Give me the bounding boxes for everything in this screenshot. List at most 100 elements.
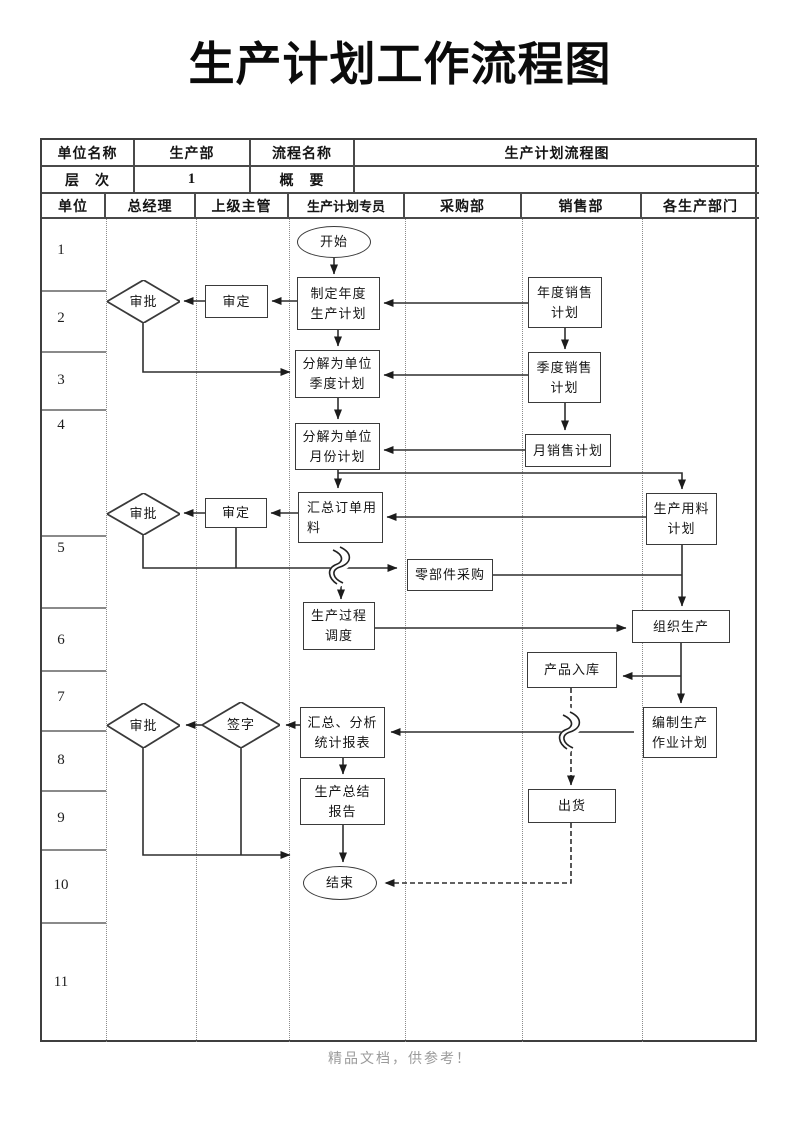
flowchart-table: 单位名称 生产部 流程名称 生产计划流程图 层 次 1 概 要 单位 总经理 上… bbox=[40, 138, 759, 1042]
node-label: 月销售计划 bbox=[532, 442, 603, 458]
flow-node-approve-3: 审批 bbox=[107, 703, 180, 748]
diamond-shape bbox=[107, 493, 180, 535]
node-label: 签字 bbox=[226, 717, 255, 732]
diamond-shape bbox=[107, 280, 180, 323]
node-label: 开始 bbox=[319, 234, 348, 249]
flow-node-product-storage: 产品入库 bbox=[527, 652, 617, 688]
flow-node-start: 开始 bbox=[297, 226, 371, 258]
node-label: 统计报表 bbox=[314, 734, 371, 750]
flow-node-review-2: 审定 bbox=[205, 498, 267, 528]
lane-header-supervisor: 上级主管 bbox=[196, 194, 289, 219]
node-label: 计划 bbox=[667, 521, 696, 536]
row-number: 3 bbox=[57, 372, 65, 388]
lane-header-unit: 单位 bbox=[42, 194, 106, 219]
node-label: 季度计划 bbox=[309, 376, 366, 391]
flow-node-sign: 签字 bbox=[202, 702, 280, 748]
flow-node-summary-report: 生产总结 报告 bbox=[300, 778, 385, 825]
flow-name-label: 流程名称 bbox=[251, 140, 355, 167]
lane-header-gm: 总经理 bbox=[106, 194, 196, 219]
node-label: 审批 bbox=[129, 506, 158, 521]
unit-name-label: 单位名称 bbox=[42, 140, 135, 167]
flow-node-split-quarter: 分解为单位 季度计划 bbox=[295, 350, 380, 398]
row-separator bbox=[42, 849, 106, 851]
lane-divider bbox=[289, 219, 290, 1042]
flow-node-plan-annual: 制定年度 生产计划 bbox=[297, 277, 380, 330]
flow-node-organize-production: 组织生产 bbox=[632, 610, 730, 643]
flow-node-month-sales: 月销售计划 bbox=[525, 434, 611, 467]
diamond-shape bbox=[107, 703, 180, 748]
node-label: 生产过程 bbox=[310, 608, 367, 623]
node-label: 结束 bbox=[325, 875, 354, 890]
lane-header-purchasing: 采购部 bbox=[405, 194, 522, 219]
lane-header-production-depts: 各生产部门 bbox=[642, 194, 759, 219]
node-label: 汇总、分析 bbox=[307, 714, 378, 730]
row-number: 2 bbox=[57, 310, 65, 326]
node-label: 汇总订单用 bbox=[307, 499, 378, 515]
node-label: 审定 bbox=[222, 293, 251, 309]
node-label: 料 bbox=[307, 519, 322, 535]
node-label: 生产总结 bbox=[314, 783, 371, 799]
node-label: 作业计划 bbox=[651, 734, 708, 750]
node-label: 报告 bbox=[328, 803, 357, 819]
row-separator bbox=[42, 409, 106, 411]
flow-node-review-1: 审定 bbox=[205, 285, 268, 318]
line-jump-symbol bbox=[558, 707, 584, 754]
flow-node-split-month: 分解为单位 月份计划 bbox=[295, 423, 380, 470]
row-number: 7 bbox=[57, 689, 65, 705]
row-separator bbox=[42, 290, 106, 292]
row-separator bbox=[42, 922, 106, 924]
lane-divider bbox=[522, 219, 523, 1042]
node-label: 计划 bbox=[550, 304, 579, 320]
flow-name-value: 生产计划流程图 bbox=[355, 140, 759, 167]
node-label: 月份计划 bbox=[309, 448, 366, 464]
flow-node-work-plan: 编制生产 作业计划 bbox=[643, 707, 717, 758]
diamond-shape bbox=[202, 702, 280, 748]
row-number: 10 bbox=[53, 877, 69, 893]
level-label: 层 次 bbox=[42, 167, 135, 194]
node-label: 产品入库 bbox=[543, 662, 600, 677]
node-label: 审定 bbox=[221, 505, 250, 520]
node-label: 分解为单位 bbox=[302, 428, 373, 444]
flow-node-end: 结束 bbox=[303, 866, 377, 900]
flow-node-material-plan: 生产用料 计划 bbox=[646, 493, 717, 545]
node-label: 编制生产 bbox=[651, 714, 708, 730]
flow-node-quarter-sales: 季度销售 计划 bbox=[528, 352, 601, 403]
row-number: 4 bbox=[57, 417, 65, 433]
lane-header-sales: 销售部 bbox=[522, 194, 642, 219]
lane-divider bbox=[106, 219, 107, 1042]
row-separator bbox=[42, 790, 106, 792]
node-label: 审批 bbox=[129, 293, 158, 309]
flow-node-process-dispatch: 生产过程 调度 bbox=[303, 602, 375, 650]
row-number: 5 bbox=[57, 540, 65, 556]
node-label: 审批 bbox=[129, 717, 158, 733]
lane-header-planner: 生产计划专员 bbox=[289, 194, 405, 219]
node-label: 季度销售 bbox=[536, 359, 593, 375]
page-title: 生产计划工作流程图 bbox=[188, 38, 612, 90]
node-label: 生产用料 bbox=[653, 501, 710, 516]
footer-note: 精品文档，供参考！ bbox=[328, 1050, 472, 1066]
row-separator bbox=[42, 535, 106, 537]
row-separator bbox=[42, 607, 106, 609]
row-number: 6 bbox=[57, 632, 65, 648]
lane-divider bbox=[405, 219, 406, 1042]
node-label: 组织生产 bbox=[652, 618, 709, 634]
flow-node-ship: 出货 bbox=[528, 789, 616, 823]
flow-node-parts-purchase: 零部件采购 bbox=[407, 559, 493, 591]
flow-node-approve-2: 审批 bbox=[107, 493, 180, 535]
node-label: 调度 bbox=[324, 628, 353, 643]
node-label: 年度销售 bbox=[536, 284, 593, 300]
row-separator bbox=[42, 670, 106, 672]
node-label: 零部件采购 bbox=[414, 567, 485, 582]
flow-node-annual-sales: 年度销售 计划 bbox=[528, 277, 602, 328]
node-label: 生产计划 bbox=[310, 305, 367, 321]
flow-node-sum-report: 汇总、分析 统计报表 bbox=[300, 707, 385, 758]
level-value: 1 bbox=[135, 167, 251, 194]
row-separator bbox=[42, 730, 106, 732]
summary-value bbox=[355, 167, 759, 194]
node-label: 制定年度 bbox=[310, 285, 367, 301]
summary-label: 概 要 bbox=[251, 167, 355, 194]
flow-node-sum-order: 汇总订单用 料 bbox=[298, 492, 383, 543]
node-label: 计划 bbox=[550, 379, 579, 395]
